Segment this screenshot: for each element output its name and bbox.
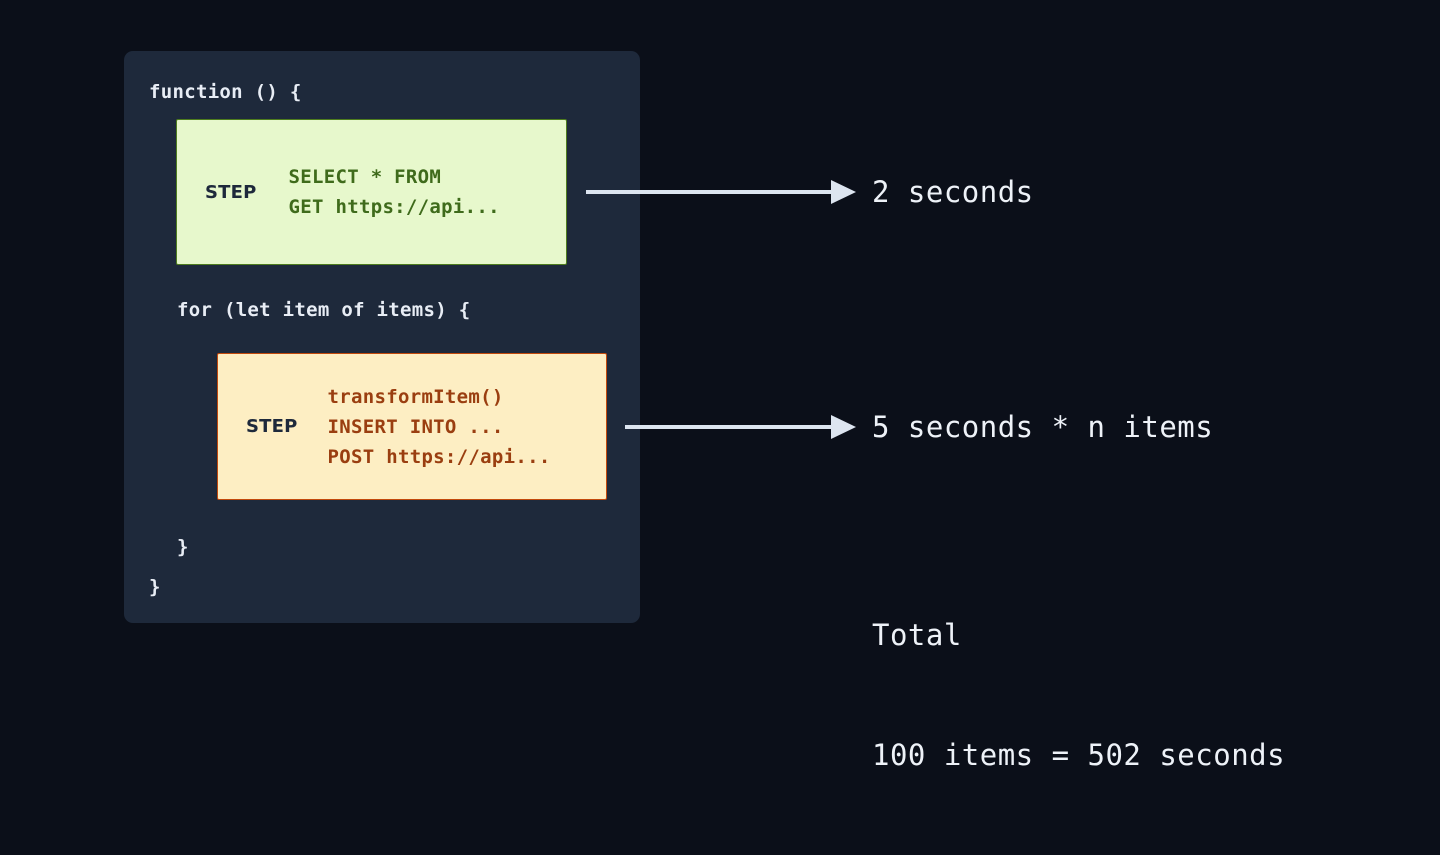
arrow-step-1-to-duration (586, 180, 856, 204)
step-2-code-lines: transformItem() INSERT INTO ... POST htt… (328, 382, 551, 472)
step-2-badge: STEP (246, 416, 298, 437)
annotation-step-2-duration: 5 seconds * n items (872, 410, 1214, 444)
diagram-canvas: function () { STEP SELECT * FROM GET htt… (124, 51, 1285, 772)
step-box-1[interactable]: STEP SELECT * FROM GET https://api... (176, 119, 567, 265)
code-line-close-inner-brace: } (177, 536, 189, 558)
code-panel: function () { STEP SELECT * FROM GET htt… (124, 51, 640, 623)
step-1-code-line-1: SELECT * FROM (288, 166, 442, 188)
arrow-step-2-to-duration (625, 415, 856, 439)
total-label: Total (872, 618, 962, 652)
annotation-step-1-duration: 2 seconds (872, 175, 1034, 209)
code-line-function: function () { (149, 81, 302, 103)
step-1-code-lines: SELECT * FROM GET https://api... (289, 162, 500, 222)
code-line-close-outer-brace: } (149, 576, 161, 598)
step-1-badge: STEP (205, 181, 257, 203)
code-line-for-loop: for (let item of items) { (177, 299, 471, 321)
total-value: 100 items = 502 seconds (872, 738, 1286, 772)
step-1-code-line-2: GET https://api... (288, 196, 500, 218)
step-2-code-line-1: transformItem() (327, 385, 504, 408)
step-2-code-line-3: POST https://api... (327, 445, 551, 468)
step-2-code-line-2: INSERT INTO ... (327, 415, 504, 438)
annotation-total: Total 100 items = 502 seconds (872, 535, 1285, 855)
step-box-2[interactable]: STEP transformItem() INSERT INTO ... POS… (217, 353, 607, 500)
